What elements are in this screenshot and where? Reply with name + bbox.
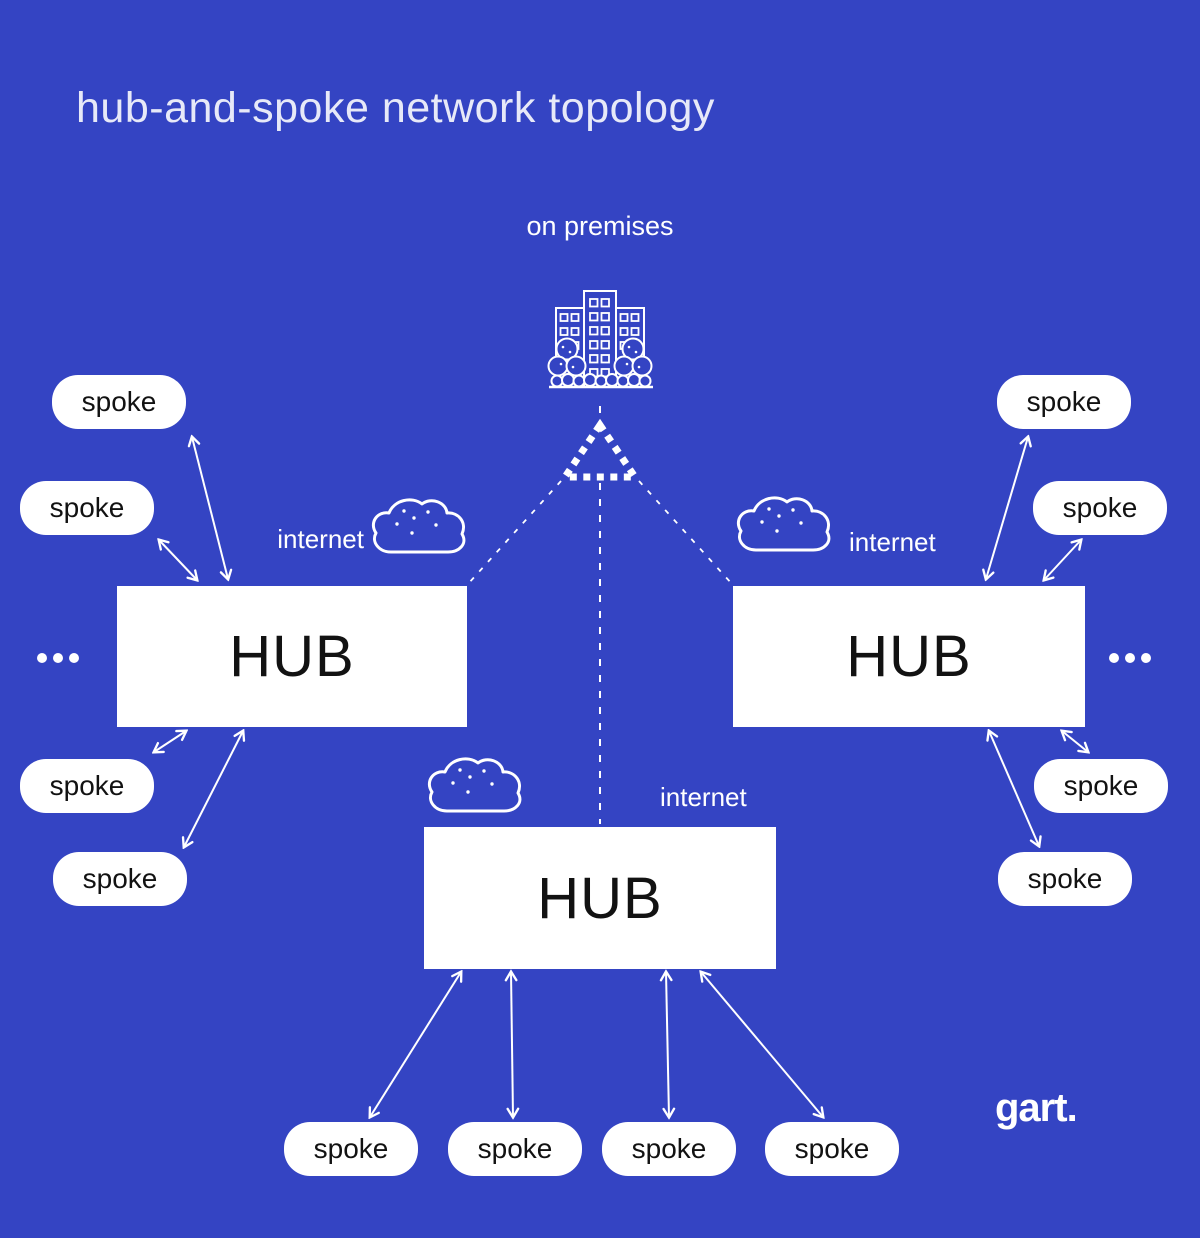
arrow (370, 972, 461, 1117)
ellipsis-icon (37, 653, 79, 663)
internet-label-left: internet (277, 524, 364, 554)
arrow (701, 972, 823, 1117)
spoke-box: spoke (448, 1122, 582, 1176)
arrow (1062, 731, 1088, 752)
spoke-box: spoke (52, 375, 186, 429)
dot (1109, 653, 1119, 663)
dashed-connectors (467, 391, 733, 824)
arrow (986, 437, 1028, 579)
building-icon (546, 290, 658, 402)
arrow (154, 731, 186, 752)
arrow (989, 731, 1039, 846)
cloud-icon-left (371, 498, 466, 554)
spoke-box: spoke (20, 481, 154, 535)
spoke-box: spoke (765, 1122, 899, 1176)
arrow (666, 972, 669, 1117)
on-premises-label: on premises (526, 211, 674, 241)
spoke-box: spoke (53, 852, 187, 906)
hub-box-right: HUB (733, 586, 1085, 727)
cloud-icon-right (736, 496, 831, 552)
bushes-icon (550, 373, 652, 388)
spoke-box: spoke (1033, 481, 1167, 535)
dot (1141, 653, 1151, 663)
hub-box-center: HUB (424, 827, 776, 969)
dot (1125, 653, 1135, 663)
spoke-box: spoke (1034, 759, 1168, 813)
arrow (159, 540, 197, 580)
arrow (511, 972, 513, 1117)
arrow (184, 731, 243, 847)
arrow (192, 437, 228, 579)
triangle-connector-icon (558, 418, 642, 481)
dot (53, 653, 63, 663)
dot (69, 653, 79, 663)
page-title: hub-and-spoke network topology (76, 84, 715, 132)
hub-box-left: HUB (117, 586, 467, 727)
spoke-box: spoke (20, 759, 154, 813)
gart-logo: gart. (995, 1086, 1078, 1130)
spoke-box: spoke (997, 375, 1131, 429)
internet-label-right: internet (849, 527, 936, 557)
internet-label-center: internet (660, 782, 747, 812)
cloud-icon-center (427, 757, 522, 813)
connection-arrows (154, 437, 1088, 1117)
spoke-box: spoke (998, 852, 1132, 906)
dot (37, 653, 47, 663)
spoke-box: spoke (284, 1122, 418, 1176)
ellipsis-icon (1109, 653, 1151, 663)
arrow (1044, 540, 1081, 580)
spoke-box: spoke (602, 1122, 736, 1176)
tree-icon (547, 337, 653, 377)
